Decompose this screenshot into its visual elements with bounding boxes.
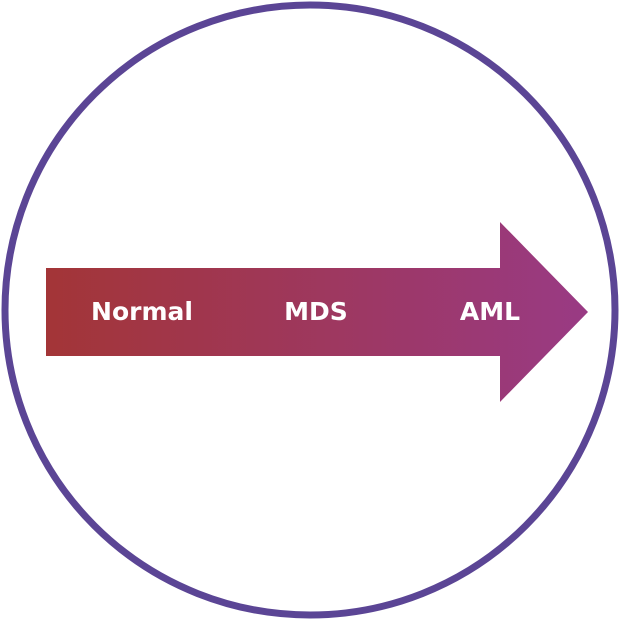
stage-label-mds: MDS	[284, 297, 348, 326]
stage-label-normal: Normal	[91, 297, 193, 326]
progression-arrow	[46, 222, 588, 402]
stage-label-aml: AML	[460, 297, 520, 326]
